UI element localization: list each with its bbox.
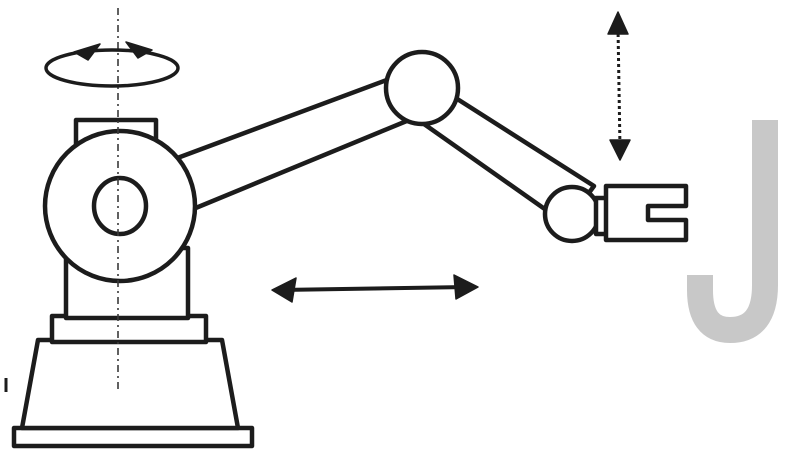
horizontal-arrowhead-left	[271, 277, 297, 303]
watermark-j-logo	[687, 120, 778, 344]
rotation-arrowhead-left	[73, 43, 101, 61]
horizontal-arrowhead-right	[453, 274, 479, 300]
vertical-arrowhead-top	[607, 11, 629, 35]
base-floor-plate	[11, 425, 255, 449]
gripper-icon	[593, 183, 689, 243]
rotation-arrowhead-right	[125, 41, 153, 59]
horizontal-reach-arrow	[271, 274, 479, 303]
horizontal-arrow-shaft	[278, 285, 470, 292]
vertical-arrowhead-bottom	[609, 139, 631, 161]
base-pedestal	[19, 337, 241, 431]
shoulder-joint-icon	[42, 117, 198, 284]
base-collar	[49, 313, 209, 345]
gripper-jaws	[603, 183, 689, 243]
elbow-joint-icon	[383, 49, 461, 127]
shoulder-hub	[91, 175, 149, 237]
upper-arm-link	[169, 75, 417, 215]
vertical-arrow-shaft	[616, 27, 622, 149]
rotation-ellipse	[44, 48, 180, 88]
vertical-lift-arrow	[607, 11, 631, 161]
wrist-joint-icon	[542, 184, 602, 244]
base-rotation-icon	[44, 41, 180, 88]
